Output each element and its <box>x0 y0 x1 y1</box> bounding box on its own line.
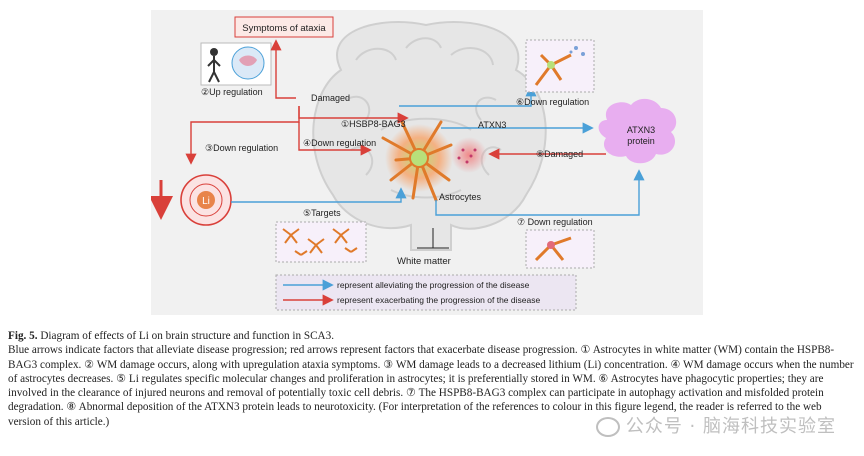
symptoms-box <box>234 16 334 38</box>
caption-body: Blue arrows indicate factors that allevi… <box>8 344 854 428</box>
legend-blue-label: represent alleviating the progression of… <box>337 280 530 290</box>
down-regulation-3-label: ③Down regulation <box>205 143 278 153</box>
down-regulation-6-label: ⑥Down regulation <box>516 97 589 107</box>
atxn3-protein-cloud <box>598 98 677 164</box>
red-arrow-down-li <box>185 106 300 165</box>
blue-arrow-down-6 <box>399 85 537 107</box>
blue-arrow-down-7 <box>435 169 645 216</box>
atxn3-protein-label-2: protein <box>627 136 655 146</box>
white-matter-pointer <box>417 228 449 249</box>
symptoms-label: Symptoms of ataxia <box>242 23 326 34</box>
li-label: Li <box>202 196 210 207</box>
damaged-8-label: ⑧Damaged <box>536 149 583 159</box>
caption-title: Fig. 5. Diagram of effects of Li on brai… <box>8 329 856 343</box>
red-arrow-astrocyte <box>298 122 372 156</box>
atxn3-label: ATXN3 <box>478 120 506 130</box>
phagocytosis-icon <box>525 39 595 93</box>
astrocyte-proliferation-icon <box>275 221 367 263</box>
watermark-text: 公众号 · 脑海科技实验室 <box>625 416 836 437</box>
up-regulation-label: ②Up regulation <box>201 87 263 97</box>
figure-diagram: Symptoms of ataxia ②Up regulation Damage… <box>151 10 703 315</box>
astrocytes-label: Astrocytes <box>439 192 482 202</box>
hsbp8-bag3-label: ①HSBP8-BAG3 <box>341 119 406 129</box>
white-matter-label: White matter <box>397 256 451 267</box>
legend-red-label: represent exacerbating the progression o… <box>337 295 540 305</box>
wechat-logo-icon <box>595 417 620 437</box>
caption-fig-number: Fig. 5. <box>8 330 38 342</box>
blue-arrow-targets <box>231 187 407 203</box>
targets-label: ⑤Targets <box>303 208 341 218</box>
astrocyte-illustration <box>381 118 487 202</box>
watermark: 公众号 · 脑海科技实验室 <box>595 412 836 438</box>
person-ataxia-icon <box>200 42 272 86</box>
figure-caption: Fig. 5. Diagram of effects of Li on brai… <box>8 329 856 429</box>
caption-fig-title: Diagram of effects of Li on brain struct… <box>40 330 335 342</box>
legend <box>275 274 577 311</box>
down-regulation-7-label: ⑦ Down regulation <box>517 217 593 227</box>
protein-degradation-icon <box>525 229 595 269</box>
damaged-label: Damaged <box>311 93 350 103</box>
atxn3-protein-label-1: ATXN3 <box>627 125 655 135</box>
red-arrow-up <box>270 39 296 99</box>
lithium-atom-icon <box>151 174 232 226</box>
down-regulation-4-label: ④Down regulation <box>303 138 376 148</box>
